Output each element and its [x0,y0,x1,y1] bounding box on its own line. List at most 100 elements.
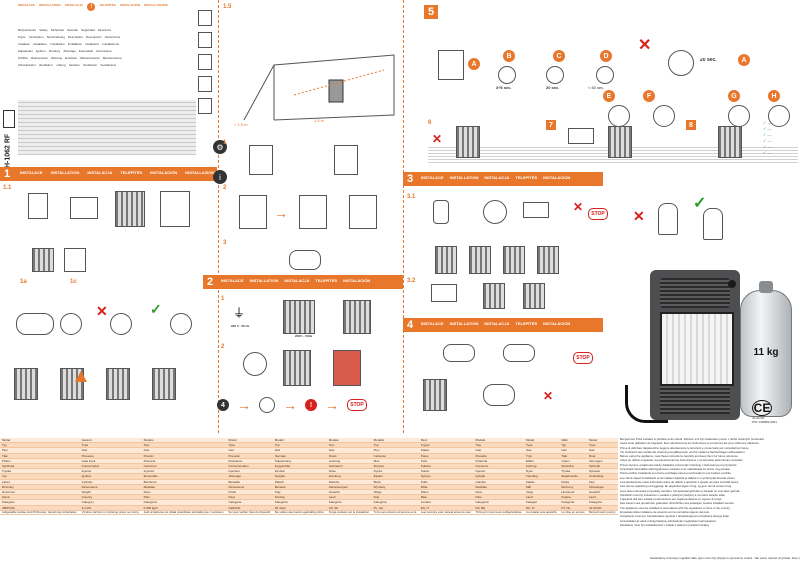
spec-table-cell: Type [79,442,142,449]
clearance-label-2: 1,5 m [314,118,325,123]
cross-icon: ✕ [573,200,584,214]
step-letter-c: C [553,50,565,62]
spec-table-cell: Fúvóka [272,468,327,475]
spec-table-cell: Výkon [559,458,587,465]
heater-sketch-icon [198,10,212,26]
regulator-fit-illustration [483,200,507,224]
section-header-label: INSTALACJA [484,321,510,326]
spec-table-cell: Tænding [523,473,560,480]
language-header: INSTALACE INSTALLATION INSTALACJA ! TELE… [18,3,198,17]
spec-table-cell: Tipo [326,442,372,449]
spec-table-cell: Pressure [79,453,142,459]
check-icon: ✓ — [763,120,772,125]
lang-header-col: INSTALACJA [64,3,84,7]
heater-seq-illustration [435,246,457,274]
legend-cell: Beschreibung [46,35,65,39]
spec-table-footer-cell: Leer siempre este manual antes de usar [418,510,474,516]
spec-table-cell: Nyomás [272,453,327,459]
spec-table-cell: Gewicht [586,489,618,496]
spec-table-cell: Tlak [0,453,80,459]
section-number: 2 [206,276,214,288]
step-letter-a: A [468,58,480,70]
info-icon: i [213,170,227,184]
section-header-label: INSTALACIÓN [543,175,571,180]
knob-b-illustration [498,66,516,84]
panel-illustration [334,145,358,175]
spec-table-footer-cell: Ao instalar este aparelho [523,510,560,516]
spec-table-cell: Poids [226,489,273,496]
spec-table-cell: Kraj [371,494,419,501]
legend-cell: Description [67,35,83,39]
step-letter-f: F [643,90,655,102]
spec-table-cell: Typ [559,442,587,449]
fire-warning-icon [75,371,87,382]
spec-table-cell: Gas [326,447,372,454]
spec-table-cell: Medidas [141,484,227,491]
spec-table-cell: Fogyasztás [272,463,327,470]
spec-table-cell: Luokka [418,499,474,506]
ce-logo: CE [752,400,772,416]
regulator-illustration [60,313,82,335]
step-number: 2 [221,344,225,350]
gas-pipe-illustration [16,313,54,335]
hose-clamp-illustration [568,128,594,144]
spec-table-cell: Zündung [326,473,372,480]
spec-table-footer-cell: Aufgestellte Geräte sind Prüfmuster, Gen… [0,510,80,516]
spec-table-cell: Effekt [523,458,560,465]
spec-table-cell: Flaske [523,479,560,485]
heater-knob-illustration [283,350,311,386]
spec-table-cell: Tyyppi [418,442,474,449]
technician-illustration [703,208,723,240]
spec-table-cell: PL, HU [371,505,419,511]
duration-label: < 60 sec. [588,86,605,90]
note-paragraph: Przed użyciem urządzenia należy dokładni… [620,462,738,467]
section-header-label: TELEPÍTÉS [120,170,143,175]
spec-table-cell: Lahev [0,479,80,485]
spec-table-cell: Mitat [418,484,474,491]
service-panel: ✕ ✓ [613,188,733,268]
legend-cell: Zapalování [18,49,33,53]
legend-cell: Wartung [50,56,63,60]
spec-table-cell: Forbrug [523,463,560,470]
spec-table-cell: CZ, SK [326,505,372,511]
spec-table-cell: Tryska [559,468,587,475]
spec-table-cell: Fles [586,479,618,485]
spec-table-cell: Kategori [523,499,560,506]
spec-table-cell: Flasche [326,479,372,485]
step-label: 1a [20,279,27,285]
spec-table-cell: Kategória [559,499,587,506]
spec-table-cell: FR, BE [473,505,524,511]
box-illustration [28,193,48,219]
note-paragraph: Vor Gebrauch des Geräts die Anleitung so… [620,449,746,454]
heater-back-illustration [160,191,190,227]
spec-table-cell: Rozmery [559,484,587,491]
legend-cell: Installation [50,42,65,46]
spec-table-cell: Model [0,438,80,444]
legend-cell: Installation [67,42,83,46]
heater-small-illustration [32,248,54,272]
spec-table-cell: Ország [272,494,327,501]
spec-table-cell: Injector [79,468,142,475]
step-number: 3 [223,240,227,246]
heater-seq-illustration [469,246,491,274]
legend-cell: Entretien [65,56,78,60]
spec-table-cell: Vægt [523,489,560,496]
legend-cell: Ventilazione [100,63,117,67]
note-paragraph: El aparato debe instalarse de acuerdo co… [620,510,710,515]
legend-cell: Ventilation [38,63,53,67]
legend-cell: Manutenzione [102,56,122,60]
section-header-label: INSTALLATION [249,278,279,283]
spec-table-cell: Model [226,438,273,444]
heater-step1-illustration [249,145,273,175]
section-header-label: INSTALACE [221,278,244,283]
spec-table-cell: País [141,494,227,501]
spec-table-cell: Malli [559,438,587,444]
spec-table-cell: Druk [586,453,618,459]
step-letter-e: E [603,90,615,102]
